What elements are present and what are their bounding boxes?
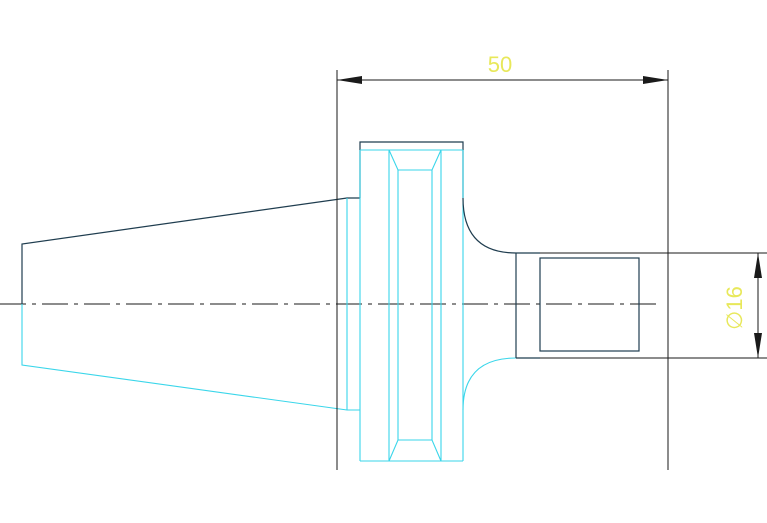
- taper-lower-outline: [21, 304, 360, 411]
- shank-bore: [539, 257, 640, 352]
- groove-top: [388, 149, 442, 171]
- taper-upper-outline: [21, 197, 360, 304]
- arrow-left: [337, 76, 362, 84]
- diameter-dimension-text: ∅16: [722, 286, 747, 330]
- neck-fillet-lower: [462, 357, 517, 411]
- arrow-top: [754, 253, 762, 278]
- arrow-right: [643, 76, 668, 84]
- arrow-bottom: [754, 333, 762, 358]
- length-dimension-text: 50: [488, 52, 512, 77]
- groove-bottom: [388, 439, 442, 462]
- neck-fillet-upper: [462, 197, 517, 254]
